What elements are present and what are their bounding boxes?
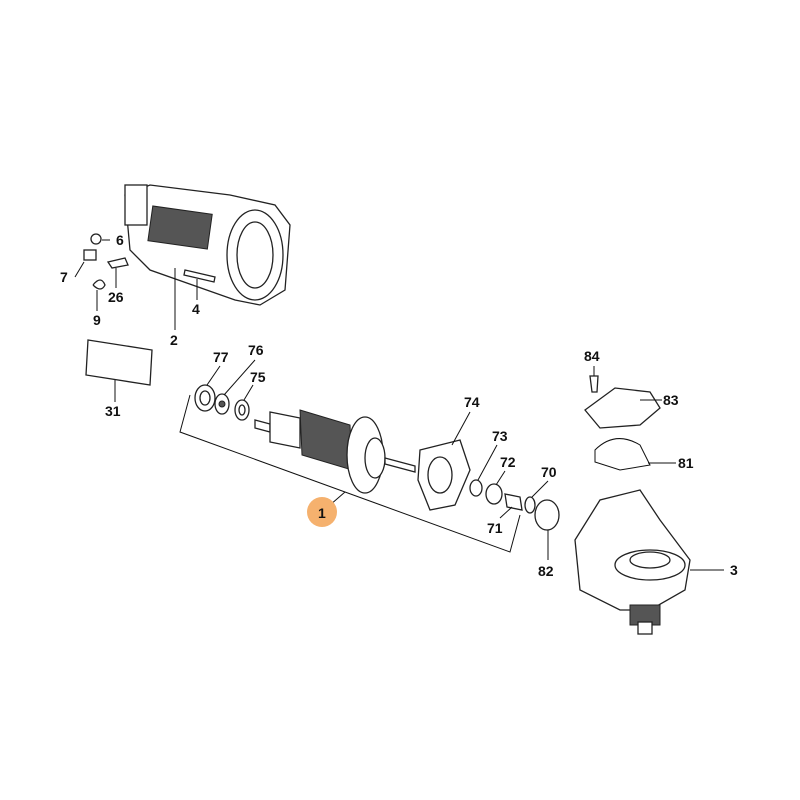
callout-26[interactable]: 26 [108, 289, 124, 305]
callout-77[interactable]: 77 [213, 349, 229, 365]
part-26[interactable] [106, 257, 129, 269]
part-bearing-75[interactable] [234, 399, 250, 421]
callout-3[interactable]: 3 [730, 562, 738, 578]
part-gear-head-3[interactable] [574, 489, 691, 635]
highlight-marker [307, 497, 337, 527]
part-73[interactable] [469, 479, 483, 497]
leader-lines [74, 239, 724, 571]
callout-75[interactable]: 75 [250, 369, 266, 385]
part-82[interactable] [534, 499, 560, 531]
callout-6[interactable]: 6 [116, 232, 124, 248]
part-fan-74[interactable] [417, 439, 471, 511]
callout-7[interactable]: 7 [60, 269, 68, 285]
part-72[interactable] [485, 483, 503, 505]
callout-2[interactable]: 2 [170, 332, 178, 348]
callout-9[interactable]: 9 [93, 312, 101, 328]
callout-70[interactable]: 70 [541, 464, 557, 480]
callout-72[interactable]: 72 [500, 454, 516, 470]
part-cover-83[interactable] [584, 387, 661, 429]
callout-1[interactable]: 1 [318, 505, 326, 521]
part-70[interactable] [524, 496, 536, 514]
part-7[interactable] [83, 249, 97, 261]
part-motor-housing[interactable] [124, 184, 291, 306]
callout-81[interactable]: 81 [678, 455, 694, 471]
callout-82[interactable]: 82 [538, 563, 554, 579]
part-armature[interactable] [254, 409, 416, 494]
part-pin[interactable] [183, 269, 216, 283]
callout-31[interactable]: 31 [105, 403, 121, 419]
callout-76[interactable]: 76 [248, 342, 264, 358]
callout-4[interactable]: 4 [192, 301, 200, 317]
part-screw-84[interactable] [589, 375, 599, 393]
part-71[interactable] [504, 493, 523, 511]
part-bearing-77[interactable] [194, 384, 216, 412]
callout-74[interactable]: 74 [464, 394, 480, 410]
callout-84[interactable]: 84 [584, 348, 600, 364]
part-spring-81[interactable] [594, 438, 651, 471]
callout-83[interactable]: 83 [663, 392, 679, 408]
callout-73[interactable]: 73 [492, 428, 508, 444]
part-31-label-plate[interactable] [85, 339, 153, 386]
part-9[interactable] [92, 279, 106, 290]
part-6[interactable] [90, 233, 102, 245]
callout-71[interactable]: 71 [487, 520, 503, 536]
part-washer-76[interactable] [214, 393, 230, 415]
